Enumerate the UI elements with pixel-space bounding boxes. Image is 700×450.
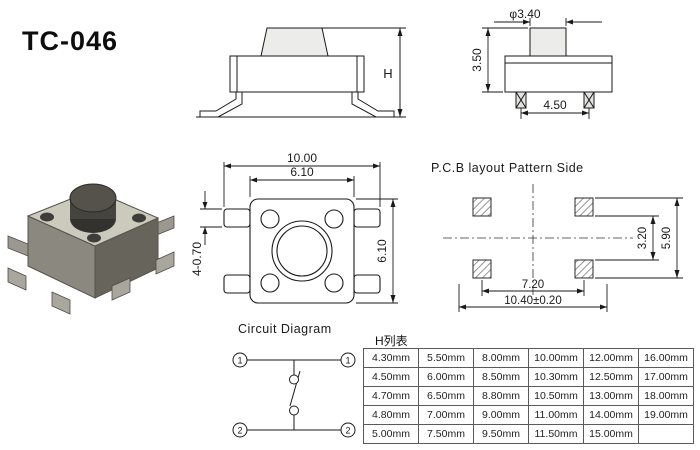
dimension-arrows	[202, 163, 396, 303]
pcb-pads	[472, 197, 594, 279]
h-value-cell: 10.50mm	[528, 386, 584, 406]
table-row: 4.30mm 5.50mm 8.00mm 10.00mm 12.00mm 16.…	[363, 348, 694, 368]
dim-stem-diameter-label: φ3.40	[509, 7, 540, 21]
h-value-cell: 11.00mm	[528, 405, 584, 425]
h-value-cell: 9.00mm	[473, 405, 529, 425]
h-value-cell: 16.00mm	[638, 348, 694, 368]
circuit-diagram-title: Circuit Diagram	[238, 322, 332, 336]
circuit-pin-label: 2	[237, 426, 242, 436]
h-value-cell: 19.00mm	[638, 405, 694, 425]
pcb-layout-title: P.C.B layout Pattern Side	[431, 161, 584, 175]
pcb-centerlines	[443, 184, 633, 296]
h-dimension-table: 4.30mm 5.50mm 8.00mm 10.00mm 12.00mm 16.…	[363, 348, 694, 444]
front-view-outline	[504, 27, 613, 109]
dim-overall-width-label: 10.00	[287, 151, 317, 165]
h-value-cell	[638, 424, 694, 444]
pcb-dimension-lines	[458, 197, 683, 312]
front-view-drawing: φ3.40 3.50 4.50	[470, 7, 613, 119]
switch-product-image	[7, 183, 175, 315]
dim-pad-outer-span-label: 5.90	[661, 227, 673, 249]
switch-body	[26, 189, 160, 299]
h-value-cell: 10.30mm	[528, 367, 584, 387]
dim-pad-inner-gap-label: 3.20	[637, 227, 649, 249]
pcb-layout-drawing: P.C.B layout Pattern Side	[431, 161, 683, 312]
h-value-cell: 12.00mm	[583, 348, 639, 368]
dimension-arrows	[485, 19, 589, 116]
h-value-cell: 18.00mm	[638, 386, 694, 406]
h-value-cell: 12.50mm	[583, 367, 639, 387]
h-value-cell: 6.50mm	[418, 386, 474, 406]
top-view-outline	[223, 198, 381, 304]
switch-button	[69, 183, 117, 233]
circuit-diagram-drawing: Circuit Diagram 1 1 2 2	[232, 322, 356, 438]
h-value-cell: 4.70mm	[363, 386, 419, 406]
h-value-cell: 4.80mm	[363, 405, 419, 425]
h-value-cell: 11.50mm	[528, 424, 584, 444]
h-value-cell: 13.00mm	[583, 386, 639, 406]
circuit-wires	[247, 359, 341, 431]
table-row: 5.00mm 7.50mm 9.50mm 11.50mm 15.00mm	[363, 424, 694, 444]
h-table-title: H列表	[375, 334, 408, 348]
table-row: 4.50mm 6.00mm 8.50mm 10.30mm 12.50mm 17.…	[363, 367, 694, 387]
dim-pin-pitch-label: 4.50	[543, 98, 567, 112]
part-number-title: TC-046	[22, 26, 119, 56]
h-value-cell: 7.00mm	[418, 405, 474, 425]
h-value-cell: 7.50mm	[418, 424, 474, 444]
dimension-arrows	[397, 28, 403, 117]
h-table-section: H列表 4.30mm 5.50mm 8.00mm 10.00mm 12.00mm…	[363, 332, 694, 444]
h-value-cell: 15.00mm	[583, 424, 639, 444]
h-value-cell: 5.50mm	[418, 348, 474, 368]
circuit-pin-label: 2	[345, 426, 350, 436]
h-value-cell: 9.50mm	[473, 424, 529, 444]
side-view-outline	[196, 27, 406, 118]
top-view-drawing: 10.00 6.10 4-0.70 6.10	[192, 151, 398, 304]
h-value-cell: 5.00mm	[363, 424, 419, 444]
dim-pad-pitch-label: 7.20	[522, 279, 544, 291]
dim-body-depth-label: 6.10	[375, 239, 389, 263]
dimension-arrows	[459, 198, 680, 310]
side-view-drawing: H	[196, 27, 406, 118]
h-value-cell: 17.00mm	[638, 367, 694, 387]
dim-height-label: H	[383, 66, 392, 81]
h-value-cell: 4.30mm	[363, 348, 419, 368]
dim-pad-overall-label: 10.40±0.20	[504, 295, 561, 307]
h-value-cell: 8.50mm	[473, 367, 529, 387]
h-value-cell: 14.00mm	[583, 405, 639, 425]
h-value-cell: 10.00mm	[528, 348, 584, 368]
dim-body-width-label: 6.10	[290, 165, 314, 179]
h-value-cell: 4.50mm	[363, 367, 419, 387]
dim-body-height-label: 3.50	[470, 48, 484, 72]
h-value-cell: 8.80mm	[473, 386, 529, 406]
dim-pin-width-label: 4-0.70	[192, 242, 204, 276]
h-value-cell: 6.00mm	[418, 367, 474, 387]
table-row: 4.80mm 7.00mm 9.00mm 11.00mm 14.00mm 19.…	[363, 405, 694, 425]
circuit-contacts	[232, 352, 356, 438]
h-value-cell: 8.00mm	[473, 348, 529, 368]
circuit-pin-label: 1	[237, 356, 242, 366]
table-row: 4.70mm 6.50mm 8.80mm 10.50mm 13.00mm 18.…	[363, 386, 694, 406]
switch-front-pins	[7, 251, 175, 315]
circuit-pin-label: 1	[345, 356, 350, 366]
